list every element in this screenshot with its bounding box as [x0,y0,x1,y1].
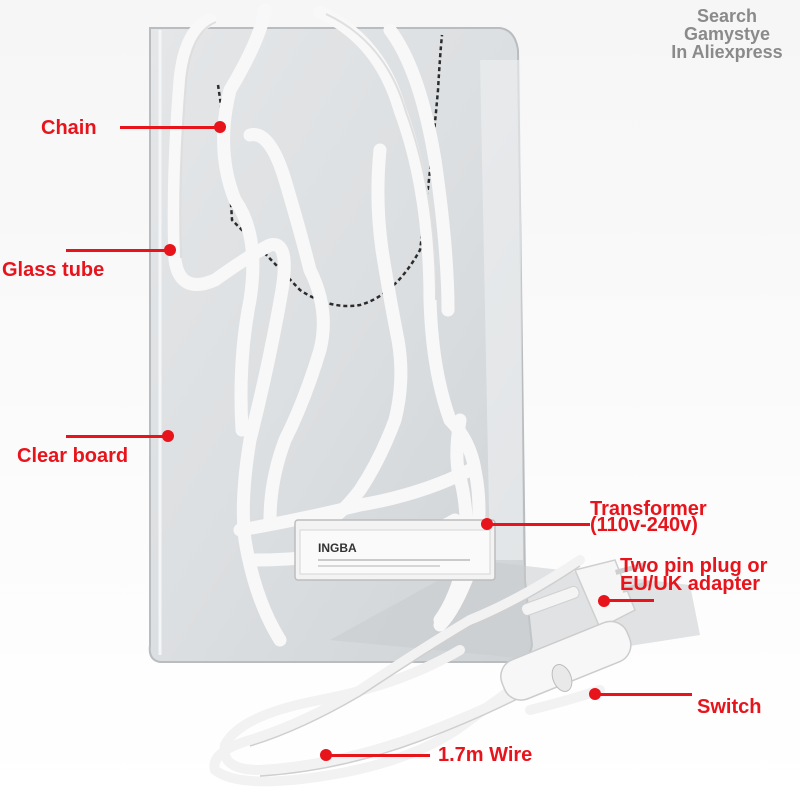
watermark-line-2: Gamystye [683,24,771,44]
glass-tube-leader-dot [164,244,176,256]
plug-label-line-1: Two pin plug or [620,555,768,577]
clear-board-leader-line [66,435,168,438]
clear-board-leader-dot [162,430,174,442]
watermark: Search Gamystye In Aliexpress [662,7,792,61]
switch-label: Switch [697,696,762,718]
switch-leader-line [596,693,692,696]
transformer-label: Transformer [590,498,707,520]
inline-switch [500,620,632,701]
watermark-line-1: Search [696,6,758,26]
plug [521,559,653,630]
transformer-leader-line [488,523,590,526]
clear-board-label: Clear board [17,445,129,467]
chain [216,34,444,308]
glass-tube-label: Glass tube [2,259,105,281]
wire-label: 1.7m Wire [438,744,533,766]
wire-leader-line [326,754,430,757]
plug-leader-dot [598,595,610,607]
glass-tube-leader-line [66,249,170,252]
chain-leader-line [120,126,218,129]
chain-leader-dot [214,121,226,133]
transformer-leader-dot [481,518,493,530]
chain-label: Chain [41,117,97,139]
plug-label-line-2: EU/UK adapter [620,573,761,595]
wire-leader-dot [320,749,332,761]
watermark-line-3: In Aliexpress [671,42,783,62]
plug-leader-line [604,599,654,602]
transformer: INGBA [294,519,496,581]
switch-leader-dot [589,688,601,700]
transformer-brand: INGBA [318,541,357,555]
transformer-range-label: (110v-240v) [590,514,698,536]
